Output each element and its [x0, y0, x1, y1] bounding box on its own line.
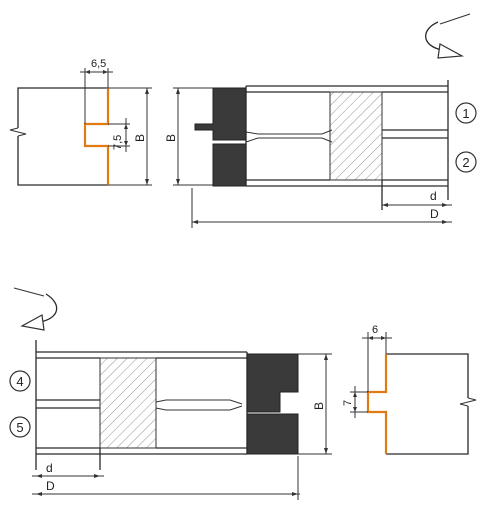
bottom-d-label: d	[46, 461, 53, 475]
rotation-arrow-icon	[425, 13, 471, 59]
bottom-height-dimension: B	[298, 353, 332, 455]
marker-5: 5	[9, 416, 31, 438]
marker-4: 4	[9, 370, 31, 392]
top-depth-dimension: 7,5	[108, 118, 130, 152]
marker-5-label: 5	[16, 420, 23, 435]
bottom-workpiece-profile	[366, 353, 477, 455]
rotation-arrow-icon	[13, 287, 58, 331]
bottom-cutter	[35, 340, 299, 470]
bottom-depth-label: 7	[342, 400, 354, 406]
top-workpiece-profile	[9, 87, 110, 186]
top-height-label-left: B	[133, 134, 147, 142]
bottom-width-label: 6	[372, 324, 378, 336]
bottom-height-label: B	[312, 402, 326, 410]
bottom-D-label: D	[46, 479, 55, 493]
marker-1: 1	[455, 102, 477, 124]
top-cutter: B	[164, 80, 449, 210]
marker-4-label: 4	[16, 374, 23, 389]
top-width-label: 6,5	[91, 58, 106, 70]
bottom-width-dimension: 6	[362, 324, 392, 392]
marker-1-label: 1	[462, 106, 469, 121]
bottom-diameter-dimensions: d D	[32, 456, 300, 500]
top-height-label-right: B	[164, 134, 178, 142]
top-height-dimension-left: B	[108, 87, 152, 186]
top-cutter-tip-upper	[194, 87, 247, 141]
top-d-label: d	[430, 189, 437, 203]
bottom-cutter-tip-lower	[246, 413, 299, 455]
bottom-depth-dimension: 7	[342, 386, 368, 418]
marker-2: 2	[455, 151, 477, 173]
top-diameter-dimensions: d D	[191, 188, 452, 228]
top-D-label: D	[430, 207, 439, 221]
top-depth-label: 7,5	[112, 135, 124, 150]
top-cutter-tip-lower	[212, 143, 247, 187]
top-width-dimension: 6,5	[80, 58, 113, 124]
bottom-cutter-tip-upper	[246, 353, 299, 413]
marker-2-label: 2	[462, 155, 469, 170]
